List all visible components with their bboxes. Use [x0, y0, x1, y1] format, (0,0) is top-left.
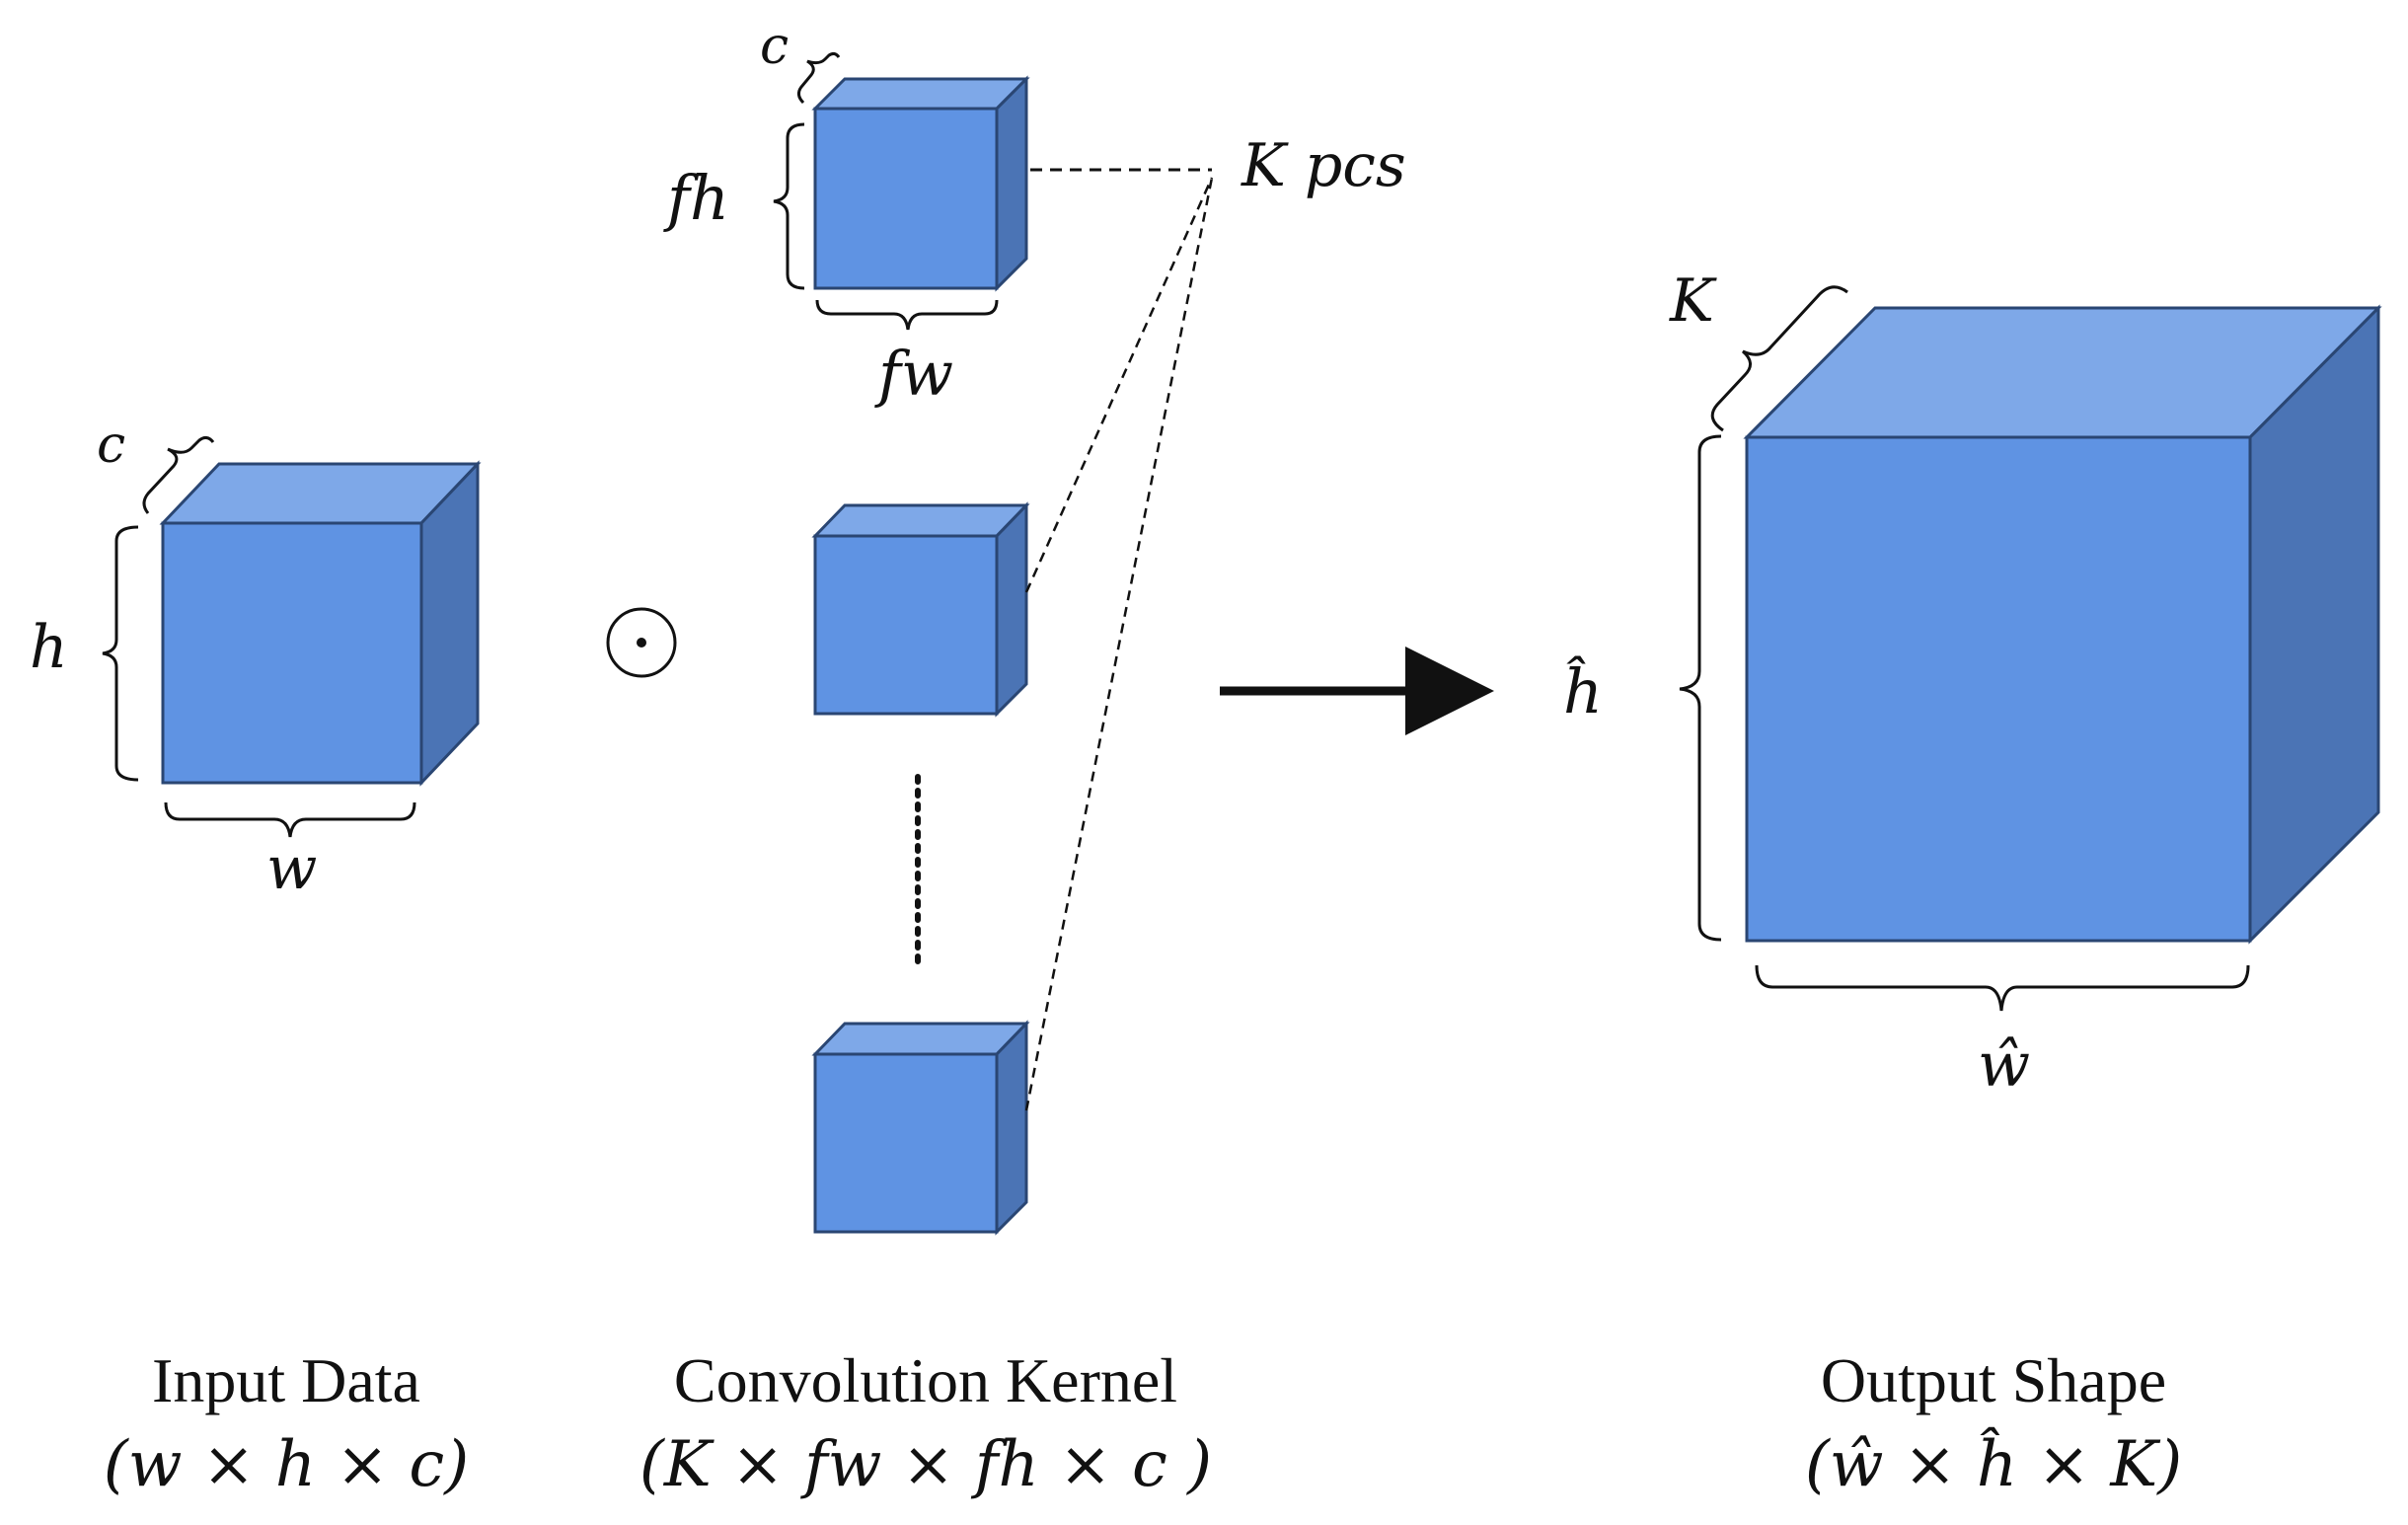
input-label-h: h [30, 613, 68, 682]
output-label-w-hat: ŵ [1978, 1029, 2030, 1101]
hadamard-operator-icon [606, 607, 677, 678]
kernel-c-brace [796, 51, 841, 105]
input-label-c: c [97, 416, 125, 475]
kernel-count-connector-middle [1024, 177, 1214, 593]
input-w-brace [164, 801, 416, 838]
kernel-cube-top [811, 75, 1030, 292]
output-label-h-hat: ĥ [1563, 655, 1603, 727]
input-caption-title: Input Data [152, 1345, 420, 1415]
output-K-brace [1710, 285, 1848, 432]
kernel-caption-title: Convolution Kernel [674, 1345, 1177, 1415]
input-c-brace [142, 435, 215, 514]
kernel-count-connector-bottom [1024, 177, 1214, 1111]
output-cube [1743, 304, 2382, 945]
input-cube [159, 460, 482, 787]
output-w-hat-brace [1755, 964, 2250, 1012]
kernel-cube-middle [811, 501, 1030, 718]
input-h-brace [102, 525, 139, 782]
output-label-K: K [1669, 267, 1717, 336]
input-caption-formula: (w × h × c) [104, 1428, 469, 1501]
kernel-fw-brace [815, 299, 999, 331]
kernel-fh-brace [773, 122, 805, 290]
kernel-label-c: c [760, 17, 789, 76]
kernel-label-fh: fh [663, 162, 729, 234]
kernel-caption-formula: (K × fw × fh × c ) [640, 1428, 1212, 1501]
kernel-cube-bottom [811, 1020, 1030, 1236]
kernel-count-label: K pcs [1241, 131, 1406, 200]
output-h-hat-brace [1679, 434, 1722, 942]
output-caption-title: Output Shape [1821, 1345, 2166, 1415]
output-caption-formula: (ŵ × ĥ × K) [1805, 1427, 2182, 1501]
kernel-label-fw: fw [874, 338, 953, 410]
input-label-w: w [266, 834, 317, 903]
